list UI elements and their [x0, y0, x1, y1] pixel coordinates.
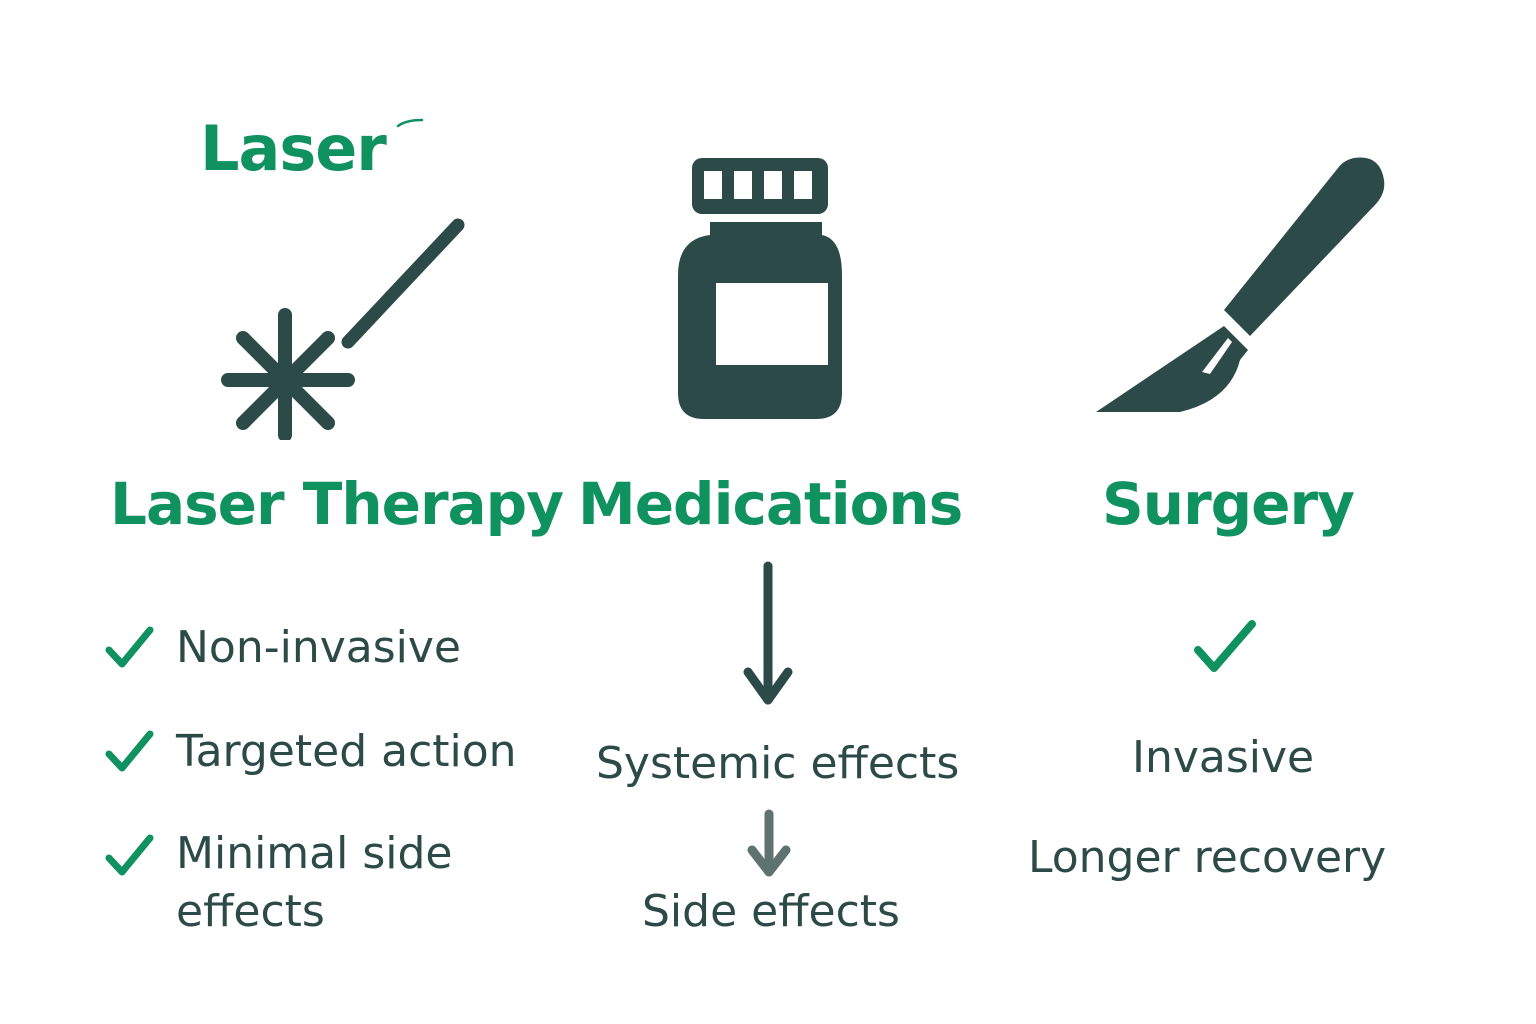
check-icon [1190, 616, 1260, 678]
arrow-down-icon [740, 560, 796, 710]
top-label: Laser [200, 112, 387, 185]
medication-effect-2: Side effects [642, 886, 900, 937]
laser-icon [218, 215, 468, 440]
laser-benefit-3-line2: effects [176, 886, 325, 937]
laser-benefit-1: Non-invasive [176, 622, 461, 673]
surgery-drawback-2: Longer recovery [1028, 832, 1387, 883]
heading-laser-therapy: Laser Therapy [110, 470, 564, 538]
pill-bottle-icon [676, 155, 846, 423]
check-icon [104, 622, 156, 674]
check-icon [104, 830, 156, 882]
medication-effect-1: Systemic effects [596, 738, 960, 789]
surgery-drawback-1: Invasive [1132, 732, 1315, 783]
laser-benefit-2: Targeted action [176, 726, 517, 777]
heading-surgery: Surgery [1102, 470, 1355, 538]
laser-benefit-3-line1: Minimal side [176, 828, 453, 879]
arrow-down-icon [744, 808, 794, 880]
swoosh-decoration [396, 118, 426, 128]
scalpel-icon [1090, 150, 1390, 420]
check-icon [104, 726, 156, 778]
heading-medications: Medications [578, 470, 963, 538]
